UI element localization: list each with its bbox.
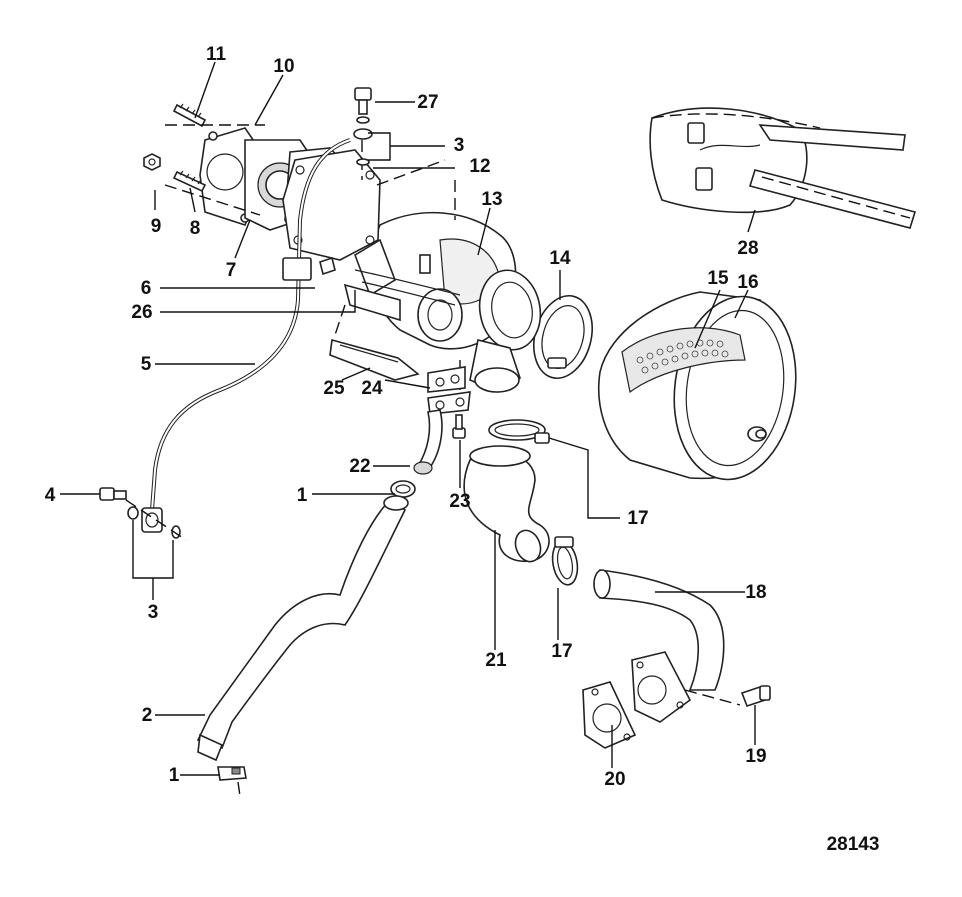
callout-20: 20 (604, 769, 625, 790)
callout-3-upper: 3 (454, 135, 465, 156)
drain-tube (413, 409, 443, 475)
callout-10: 10 (273, 56, 294, 77)
figure-number: 28143 (827, 834, 880, 855)
callout-13: 13 (481, 189, 502, 210)
callout-11: 11 (206, 44, 227, 65)
callout-19: 19 (745, 746, 766, 767)
callout-9: 9 (151, 216, 162, 237)
callout-17-lower: 17 (551, 641, 572, 662)
callout-2: 2 (142, 705, 153, 726)
callout-7: 7 (226, 260, 237, 281)
callout-22: 22 (349, 456, 370, 477)
callout-23: 23 (449, 491, 470, 512)
callout-1-upper: 1 (297, 485, 308, 506)
callout-8: 8 (190, 218, 201, 239)
callout-26: 26 (131, 302, 152, 323)
banjo-bolt (353, 87, 373, 166)
callout-24: 24 (361, 378, 383, 399)
callout-12: 12 (469, 156, 490, 177)
callout-6: 6 (141, 278, 152, 299)
leader-lines (60, 61, 756, 776)
callout-14: 14 (549, 248, 571, 269)
drain-hose (196, 495, 409, 762)
outlet-bolt (684, 685, 771, 708)
callout-15: 15 (707, 268, 729, 289)
manifold-gasket (282, 149, 381, 261)
callout-5: 5 (141, 354, 152, 375)
upper-duct-clamp (488, 419, 550, 444)
intake-duct (463, 445, 550, 563)
callout-28: 28 (737, 238, 758, 259)
callout-4: 4 (45, 485, 56, 506)
outlet-pipe (593, 569, 725, 691)
callout-1-lower: 1 (169, 765, 180, 786)
callout-labels: 11 10 27 3 12 9 8 13 7 14 15 16 28 6 26 … (45, 44, 767, 790)
callout-3-lower: 3 (148, 602, 159, 623)
air-filter (597, 291, 797, 481)
flange-bolt (452, 414, 466, 439)
lower-banjo-fitting (99, 487, 187, 541)
callout-18: 18 (745, 582, 766, 603)
callout-27: 27 (417, 92, 438, 113)
lower-duct-clamp (551, 536, 579, 586)
lower-hose-clamp (217, 766, 247, 797)
callout-21: 21 (485, 650, 507, 671)
outlet-flanges (582, 651, 692, 749)
oil-feed-line (150, 138, 351, 511)
callout-17-upper: 17 (627, 508, 648, 529)
drain-flange (427, 366, 471, 415)
turbo-gasket (329, 338, 420, 381)
protective-cover (649, 107, 917, 229)
callout-16: 16 (737, 272, 758, 293)
callout-25: 25 (323, 378, 345, 399)
studs (143, 103, 207, 193)
